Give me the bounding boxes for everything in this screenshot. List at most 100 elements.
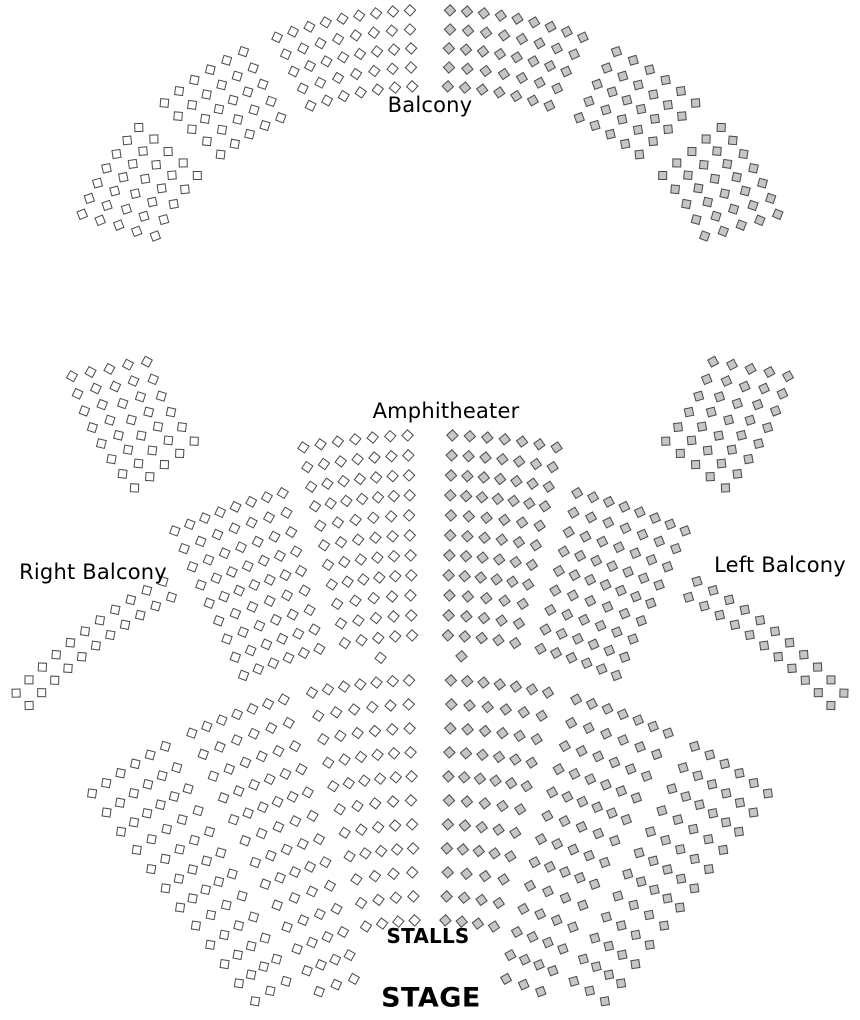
seat[interactable] (168, 790, 180, 803)
seat[interactable] (275, 111, 287, 124)
seat[interactable] (744, 362, 757, 376)
seat[interactable] (492, 823, 505, 836)
seat[interactable] (341, 575, 354, 588)
seat[interactable] (146, 864, 157, 875)
seat[interactable] (131, 844, 142, 855)
seat[interactable] (529, 539, 543, 552)
seat[interactable] (734, 767, 745, 779)
seat[interactable] (477, 6, 491, 20)
seat[interactable] (133, 458, 144, 469)
seat[interactable] (459, 489, 473, 503)
seat[interactable] (155, 799, 166, 811)
seat[interactable] (203, 826, 216, 838)
seat[interactable] (306, 936, 319, 949)
seat[interactable] (112, 219, 125, 231)
seat[interactable] (249, 996, 261, 1007)
seat[interactable] (440, 842, 454, 855)
seat[interactable] (358, 774, 371, 788)
seat[interactable] (688, 740, 701, 753)
seat[interactable] (764, 192, 777, 205)
seat[interactable] (237, 669, 250, 682)
seat[interactable] (478, 797, 492, 810)
seat[interactable] (636, 528, 649, 541)
seat[interactable] (441, 629, 455, 642)
seat[interactable] (495, 614, 508, 627)
seat[interactable] (475, 83, 489, 96)
seat[interactable] (458, 630, 472, 643)
seat[interactable] (225, 565, 238, 578)
seat[interactable] (120, 203, 133, 215)
seat[interactable] (618, 500, 631, 513)
seat[interactable] (478, 724, 492, 738)
seat[interactable] (698, 159, 709, 170)
seat[interactable] (748, 777, 759, 789)
seat[interactable] (660, 834, 672, 846)
seat[interactable] (324, 497, 337, 510)
seat[interactable] (387, 746, 401, 760)
seat[interactable] (498, 432, 512, 446)
seat[interactable] (308, 623, 321, 636)
seat[interactable] (402, 698, 416, 711)
seat[interactable] (640, 770, 653, 782)
seat[interactable] (245, 495, 258, 508)
seat[interactable] (37, 688, 47, 698)
seat[interactable] (201, 855, 213, 867)
seat[interactable] (331, 71, 345, 85)
seat[interactable] (221, 54, 233, 66)
seat[interactable] (710, 210, 722, 222)
seat[interactable] (303, 59, 317, 73)
seat[interactable] (719, 758, 731, 770)
seat[interactable] (89, 382, 102, 395)
seat[interactable] (687, 823, 699, 835)
seat[interactable] (680, 790, 692, 803)
seat[interactable] (571, 632, 584, 645)
seat[interactable] (96, 398, 109, 411)
seat[interactable] (568, 975, 580, 987)
seat[interactable] (319, 16, 332, 29)
seat[interactable] (722, 158, 733, 169)
seat[interactable] (134, 391, 147, 403)
seat[interactable] (460, 5, 474, 18)
seat[interactable] (826, 675, 836, 685)
seat[interactable] (512, 617, 526, 630)
seat[interactable] (628, 899, 640, 911)
seat[interactable] (387, 867, 400, 881)
seat[interactable] (617, 949, 628, 961)
seat[interactable] (201, 136, 212, 147)
seat[interactable] (387, 43, 401, 56)
seat[interactable] (481, 700, 495, 714)
seat[interactable] (248, 778, 261, 791)
seat[interactable] (566, 589, 580, 602)
seat[interactable] (632, 714, 645, 727)
seat[interactable] (683, 406, 695, 418)
seat[interactable] (219, 929, 230, 941)
seat[interactable] (174, 86, 185, 97)
seat[interactable] (499, 972, 513, 986)
seat[interactable] (161, 823, 173, 835)
seat[interactable] (570, 693, 583, 706)
seat[interactable] (323, 879, 337, 892)
seat[interactable] (477, 676, 490, 689)
seat[interactable] (576, 795, 589, 808)
seat[interactable] (504, 948, 517, 962)
seat[interactable] (443, 23, 457, 36)
seat[interactable] (247, 62, 259, 74)
seat[interactable] (660, 74, 671, 86)
seat[interactable] (65, 370, 79, 383)
seat[interactable] (683, 170, 693, 181)
seat[interactable] (320, 55, 333, 68)
seat[interactable] (461, 529, 474, 543)
seat[interactable] (205, 909, 217, 921)
seat[interactable] (105, 629, 116, 641)
seat[interactable] (586, 491, 600, 504)
seat[interactable] (407, 890, 420, 903)
seat[interactable] (515, 71, 529, 85)
seat[interactable] (543, 860, 556, 873)
seat[interactable] (601, 600, 614, 613)
seat[interactable] (542, 480, 556, 493)
seat[interactable] (232, 113, 244, 125)
seat[interactable] (329, 953, 342, 966)
seat[interactable] (244, 128, 256, 140)
seat[interactable] (84, 365, 97, 379)
seat[interactable] (647, 720, 660, 733)
